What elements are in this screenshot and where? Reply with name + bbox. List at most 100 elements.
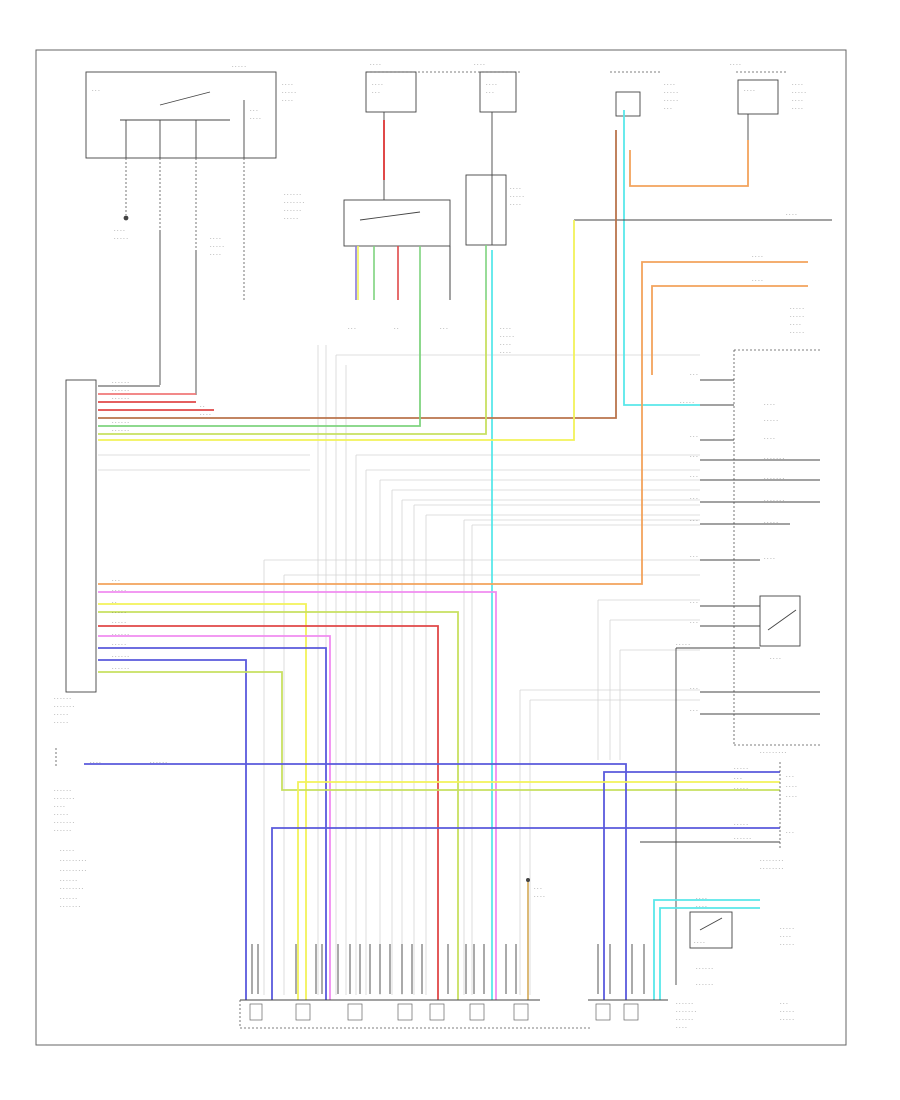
svg-text:· · ·: · · · [690,620,698,626]
svg-text:· · · ·: · · · · [676,1025,687,1031]
svg-text:· · ·: · · · [690,708,698,714]
svg-text:· · · · ·: · · · · · [284,216,298,222]
svg-text:· · ·: · · · [690,554,698,560]
ecm-connector: · · · · · · · · · · · · · · · · · · · · … [54,379,97,726]
svg-text:· · · · · ·: · · · · · · [112,380,129,386]
svg-text:· · · · · · ·: · · · · · · · [676,1009,696,1015]
svg-text:· · ·: · · · [690,600,698,606]
svg-text:· · · · · · ·: · · · · · · · [764,476,784,482]
svg-text:· · · ·: · · · · [200,412,211,418]
svg-text:· · · · · ·: · · · · · · [734,836,751,842]
junction-icon [526,878,530,882]
svg-text:· · · ·: · · · · [114,228,125,234]
svg-text:· · · · ·: · · · · · [510,194,524,200]
svg-text:· · · · · ·: · · · · · · [54,696,71,702]
svg-text:· · ·: · · · [734,776,742,782]
svg-text:· · · ·: · · · · [786,212,797,218]
svg-text:· ·: · · [394,326,399,332]
svg-text:· · ·: · · · [440,326,448,332]
svg-text:· · · · · ·: · · · · · · [112,388,129,394]
svg-text:· · · ·: · · · · [730,62,741,68]
svg-text:· · · · · ·: · · · · · · [54,788,71,794]
top-right-sensors: · · · · · · · · · · · · · · · · · · · · … [610,62,806,186]
svg-text:· · ·: · · · [112,578,120,584]
svg-text:· · ·: · · · [534,886,542,892]
svg-text:· · · ·: · · · · [664,82,675,88]
svg-text:· · ·: · · · [690,372,698,378]
svg-text:· · · · ·: · · · · · [54,720,68,726]
svg-text:· · · ·: · · · · [510,202,521,208]
svg-text:· · · ·: · · · · [792,98,803,104]
svg-text:· · ·: · · · [690,434,698,440]
svg-text:· · · ·: · · · · [372,82,383,88]
svg-text:· · · · · ·: · · · · · · [54,828,71,834]
svg-text:· · · ·: · · · · [764,556,775,562]
svg-text:· · · · ·: · · · · · [112,642,126,648]
svg-text:· · · ·: · · · · [770,656,781,662]
svg-text:· · · ·: · · · · [792,82,803,88]
svg-text:· · · · · ·: · · · · · · [112,632,129,638]
svg-text:· · · · · · · · ·: · · · · · · · · · [60,858,86,864]
svg-text:· · ·: · · · [372,90,380,96]
svg-text:· · · · · · ·: · · · · · · · [54,796,74,802]
svg-text:· · · ·: · · · · [500,350,511,356]
svg-text:· · ·: · · · [690,474,698,480]
svg-text:· ·: · · [112,600,117,606]
svg-text:· · · · ·: · · · · · [792,90,806,96]
svg-text:· · · · ·: · · · · · [232,64,246,70]
svg-text:· · · ·: · · · · [764,436,775,442]
svg-text:· · · ·: · · · · [696,896,707,902]
svg-text:· · · ·: · · · · [764,402,775,408]
svg-text:· · · · ·: · · · · · [112,610,126,616]
svg-text:· · · · · · · ·: · · · · · · · · [760,866,783,872]
bottom-connector: · · · · · · · · · · · · · · · · · · · · … [239,999,696,1031]
svg-text:· · · · · ·: · · · · · · [112,654,129,660]
svg-text:· · · · ·: · · · · · [790,330,804,336]
svg-text:· · · ·: · · · · [500,326,511,332]
svg-text:· · · · ·: · · · · · [780,942,794,948]
legend: · · · · · · · · · · · · · · · · · · · · … [60,848,86,910]
svg-text:· · · · ·: · · · · · [500,334,514,340]
svg-text:· · ·: · · · [348,326,356,332]
ground-icon [123,215,129,221]
svg-text:· · · · · · ·: · · · · · · · [54,820,74,826]
svg-text:· · · · · ·: · · · · · · [284,208,301,214]
svg-text:· · · ·: · · · · [510,186,521,192]
svg-text:· · · · · ·: · · · · · · [676,1017,693,1023]
svg-text:· · · ·: · · · · [90,760,101,766]
svg-text:· · ·: · · · [690,686,698,692]
svg-text:· · · · ·: · · · · · [112,620,126,626]
svg-text:· · · · · ·: · · · · · · [676,1001,693,1007]
svg-text:· · · ·: · · · · [370,62,381,68]
svg-text:· · · · · ·: · · · · · · [112,666,129,672]
svg-text:· · · · ·: · · · · · [780,1009,794,1015]
svg-text:· · · · ·: · · · · · [664,90,678,96]
svg-text:· · · ·: · · · · [282,82,293,88]
combination-meter: · · · · · · · · · · · · · [733,349,820,756]
svg-text:· · · · ·: · · · · · [790,306,804,312]
svg-text:· · · ·: · · · · [210,236,221,242]
svg-text:· · · ·: · · · · [500,342,511,348]
diagram-border [35,49,847,1046]
svg-text:· · · · ·: · · · · · [54,812,68,818]
svg-text:· · · · · ·: · · · · · · [60,896,77,902]
svg-text:· · · · · · ·: · · · · · · · [764,456,784,462]
svg-text:· · · · · · ·: · · · · · · · [284,200,304,206]
svg-text:· · · · ·: · · · · · [734,766,748,772]
svg-text:· · · · ·: · · · · · [734,822,748,828]
svg-text:· · · ·: · · · · [786,794,797,800]
svg-text:· · · ·: · · · · [282,98,293,104]
svg-text:· · · · ·: · · · · · [664,98,678,104]
svg-text:· · · · · · · · ·: · · · · · · · · · [60,868,86,874]
svg-text:· · · ·: · · · · [752,254,763,260]
svg-text:· · · · · ·: · · · · · · [696,966,713,972]
svg-text:· · · ·: · · · · [486,82,497,88]
svg-text:· · ·: · · · [786,774,794,780]
svg-text:· · · · · ·: · · · · · · [150,760,167,766]
svg-text:· · · ·: · · · · [696,904,707,910]
svg-text:· · · ·: · · · · [250,116,261,122]
svg-text:· · ·: · · · [690,454,698,460]
svg-text:· · ·: · · · [780,1001,788,1007]
svg-text:· · ·: · · · [690,496,698,502]
